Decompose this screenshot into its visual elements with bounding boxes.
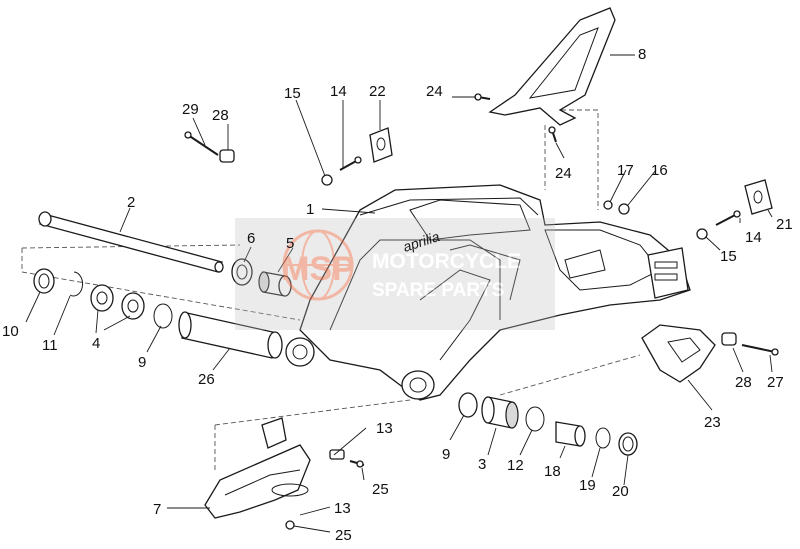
part-circlip-left — [69, 271, 84, 297]
part-nut-15-right — [696, 228, 708, 240]
part-bearings-left — [90, 284, 145, 320]
label-16: 16 — [651, 162, 668, 179]
label-7: 7 — [153, 501, 161, 518]
part-screw-24-b — [548, 126, 557, 143]
label-14-right: 14 — [745, 229, 762, 246]
label-28-right: 28 — [735, 374, 752, 391]
label-9-left: 9 — [138, 354, 146, 371]
label-24-left: 24 — [426, 83, 443, 100]
part-swingarm — [285, 184, 691, 401]
label-1: 1 — [306, 201, 314, 218]
part-nut-15-top — [321, 174, 333, 186]
part-ring-9-right — [458, 392, 478, 418]
part-bolt-14-right — [715, 210, 741, 226]
label-9-right: 9 — [442, 446, 450, 463]
part-bearing-3 — [481, 396, 519, 429]
label-27: 27 — [767, 374, 784, 391]
label-3: 3 — [478, 456, 486, 473]
watermark-line2: SPARE PARTS — [372, 280, 504, 301]
part-bushing-18 — [555, 421, 586, 447]
part-nut-28-top — [219, 149, 235, 163]
assembly-guide-lines — [21, 109, 641, 470]
part-axle-bolt — [38, 211, 224, 273]
label-29: 29 — [182, 101, 199, 118]
label-4: 4 — [92, 335, 100, 352]
part-chain-slider-23 — [641, 324, 716, 383]
label-21: 21 — [776, 216, 793, 233]
part-block-22 — [369, 127, 393, 163]
part-bushing-5 — [258, 271, 292, 297]
part-seal-left — [33, 268, 55, 294]
part-screw-24-a — [474, 93, 491, 101]
label-14-top: 14 — [330, 83, 347, 100]
watermark-brand: MSP — [281, 250, 355, 288]
label-22: 22 — [369, 83, 386, 100]
label-24-bottom: 24 — [555, 165, 572, 182]
part-bushing-6 — [231, 258, 253, 286]
part-circlip-19 — [595, 427, 611, 449]
part-bolt-29 — [184, 131, 219, 156]
label-26: 26 — [198, 371, 215, 388]
label-25-bottom: 25 — [335, 527, 352, 544]
label-19: 19 — [579, 477, 596, 494]
label-18: 18 — [544, 463, 561, 480]
part-washer-16 — [618, 203, 630, 215]
leader-lines — [25, 54, 773, 533]
label-25-top: 25 — [372, 481, 389, 498]
part-seal-20 — [618, 432, 638, 456]
part-seal-12 — [525, 406, 545, 432]
part-chain-guard-lower — [204, 417, 311, 519]
part-bolt-27 — [741, 344, 779, 356]
watermark: MSP MOTORCYCLE SPARE PARTS — [235, 218, 555, 330]
part-chain-guard-top — [488, 7, 616, 126]
part-block-21 — [744, 179, 773, 215]
label-5: 5 — [286, 235, 294, 252]
label-6: 6 — [247, 230, 255, 247]
label-12: 12 — [507, 457, 524, 474]
callout-labels: 1 2 3 4 5 6 7 8 9 9 10 11 12 13 13 14 14… — [2, 46, 793, 544]
part-screw-25-a — [349, 460, 365, 468]
label-2: 2 — [127, 194, 135, 211]
part-ring-left — [153, 303, 173, 329]
part-screw-25-b — [285, 520, 295, 530]
part-washer-13-a — [329, 449, 345, 460]
part-spacer-tube — [178, 311, 283, 359]
label-23: 23 — [704, 414, 721, 431]
watermark-line1: MOTORCYCLE — [372, 250, 521, 273]
label-13-bottom: 13 — [334, 500, 351, 517]
label-15-top: 15 — [284, 85, 301, 102]
part-nut-17 — [603, 200, 613, 210]
label-8: 8 — [638, 46, 646, 63]
part-bolt-14-top — [339, 156, 362, 171]
label-13-top: 13 — [376, 420, 393, 437]
label-17: 17 — [617, 162, 634, 179]
part-nut-28-right — [721, 332, 737, 346]
label-10: 10 — [2, 323, 19, 340]
label-15-right: 15 — [720, 248, 737, 265]
label-20: 20 — [612, 483, 629, 500]
label-11: 11 — [42, 337, 58, 354]
label-28-top: 28 — [212, 107, 229, 124]
